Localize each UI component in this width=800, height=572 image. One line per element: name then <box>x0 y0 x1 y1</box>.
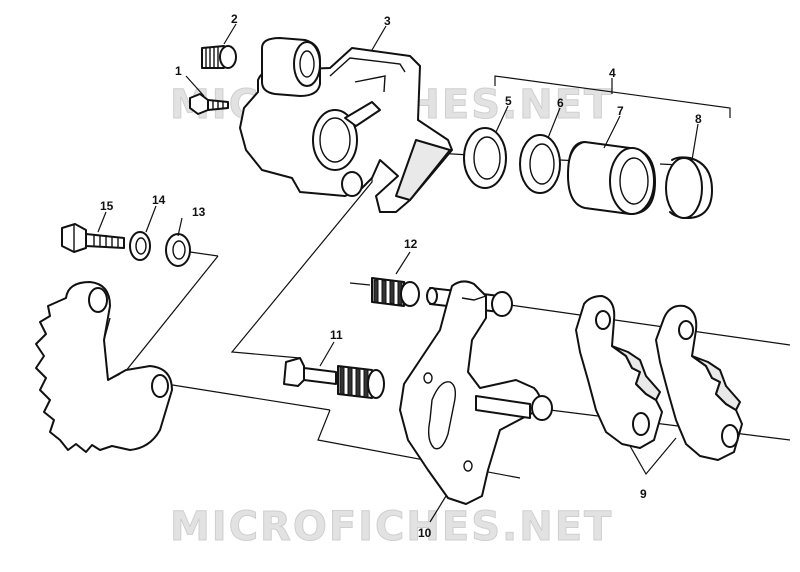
part-12-pin <box>371 277 513 317</box>
callout-5: 5 <box>505 94 512 108</box>
mounting-bracket <box>35 281 173 453</box>
callout-1: 1 <box>175 64 182 78</box>
part-5-seal <box>463 127 507 189</box>
callout-9: 9 <box>640 487 647 501</box>
callout-6: 6 <box>557 96 564 110</box>
part-8-cap <box>665 156 713 219</box>
part-9-brake-pads <box>575 295 743 461</box>
callout-4: 4 <box>609 66 616 80</box>
part-13-washer <box>165 233 191 267</box>
callout-leaders <box>97 23 699 523</box>
part-14-lock-washer <box>129 231 151 261</box>
callout-8: 8 <box>695 112 702 126</box>
part-1-bleeder-screw <box>189 93 229 115</box>
part-11-pin <box>283 357 385 399</box>
callout-labels: 1 2 3 4 5 6 7 8 9 10 11 12 13 14 15 <box>100 12 702 540</box>
part-6-seal <box>519 134 561 194</box>
part-15-bolt <box>61 223 125 253</box>
caliper-body <box>239 37 453 213</box>
callout-2: 2 <box>231 12 238 26</box>
callout-11: 11 <box>330 328 343 342</box>
callout-14: 14 <box>152 193 166 207</box>
callout-12: 12 <box>404 237 418 251</box>
callout-10: 10 <box>418 526 432 540</box>
callout-7: 7 <box>617 104 624 118</box>
callout-13: 13 <box>192 205 206 219</box>
part-7-piston <box>567 141 656 215</box>
callout-15: 15 <box>100 199 114 213</box>
part-10-caliper-bracket <box>399 280 553 505</box>
part-2-plug <box>201 45 237 69</box>
callout-3: 3 <box>384 14 391 28</box>
watermark-bottom: MICROFICHES.NET <box>170 504 613 550</box>
